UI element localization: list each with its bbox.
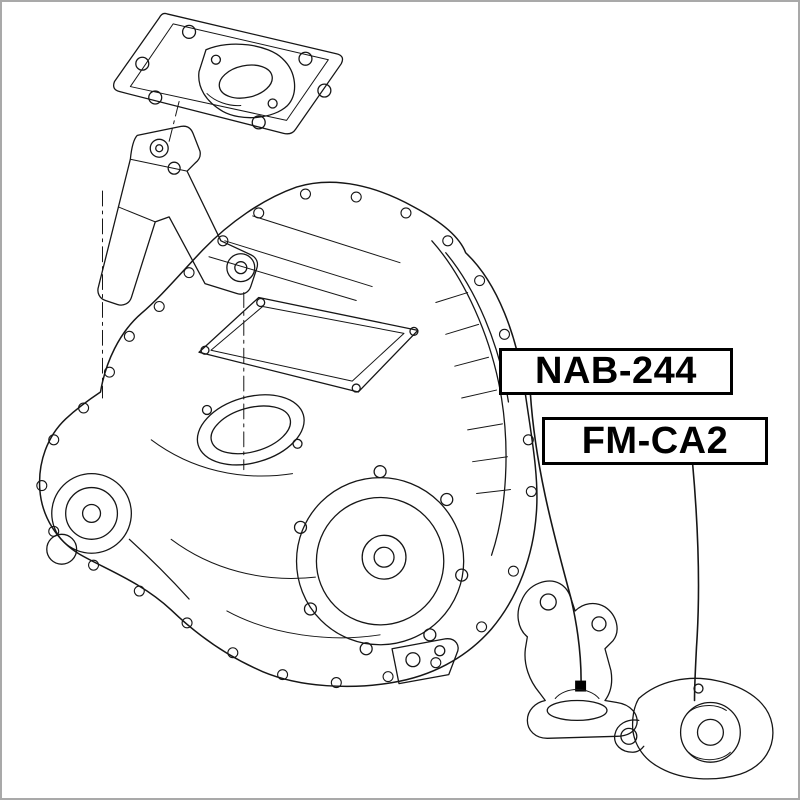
transmission-case-drawing [36, 181, 538, 689]
part-label-fm-ca2: FM-CA2 [542, 417, 768, 465]
leader-line-fm-ca2 [691, 461, 700, 702]
center-lines [101, 101, 245, 471]
mount-bracket-part-drawing [517, 580, 638, 739]
part-label-nab-244: NAB-244 [499, 348, 733, 395]
rear-mount-part-drawing [613, 677, 774, 780]
top-insulator-plate-drawing [112, 12, 344, 135]
leader-line-nab-244 [529, 392, 587, 692]
leader-marker-square [575, 680, 587, 692]
engine-mount-bracket-drawing [97, 125, 259, 306]
